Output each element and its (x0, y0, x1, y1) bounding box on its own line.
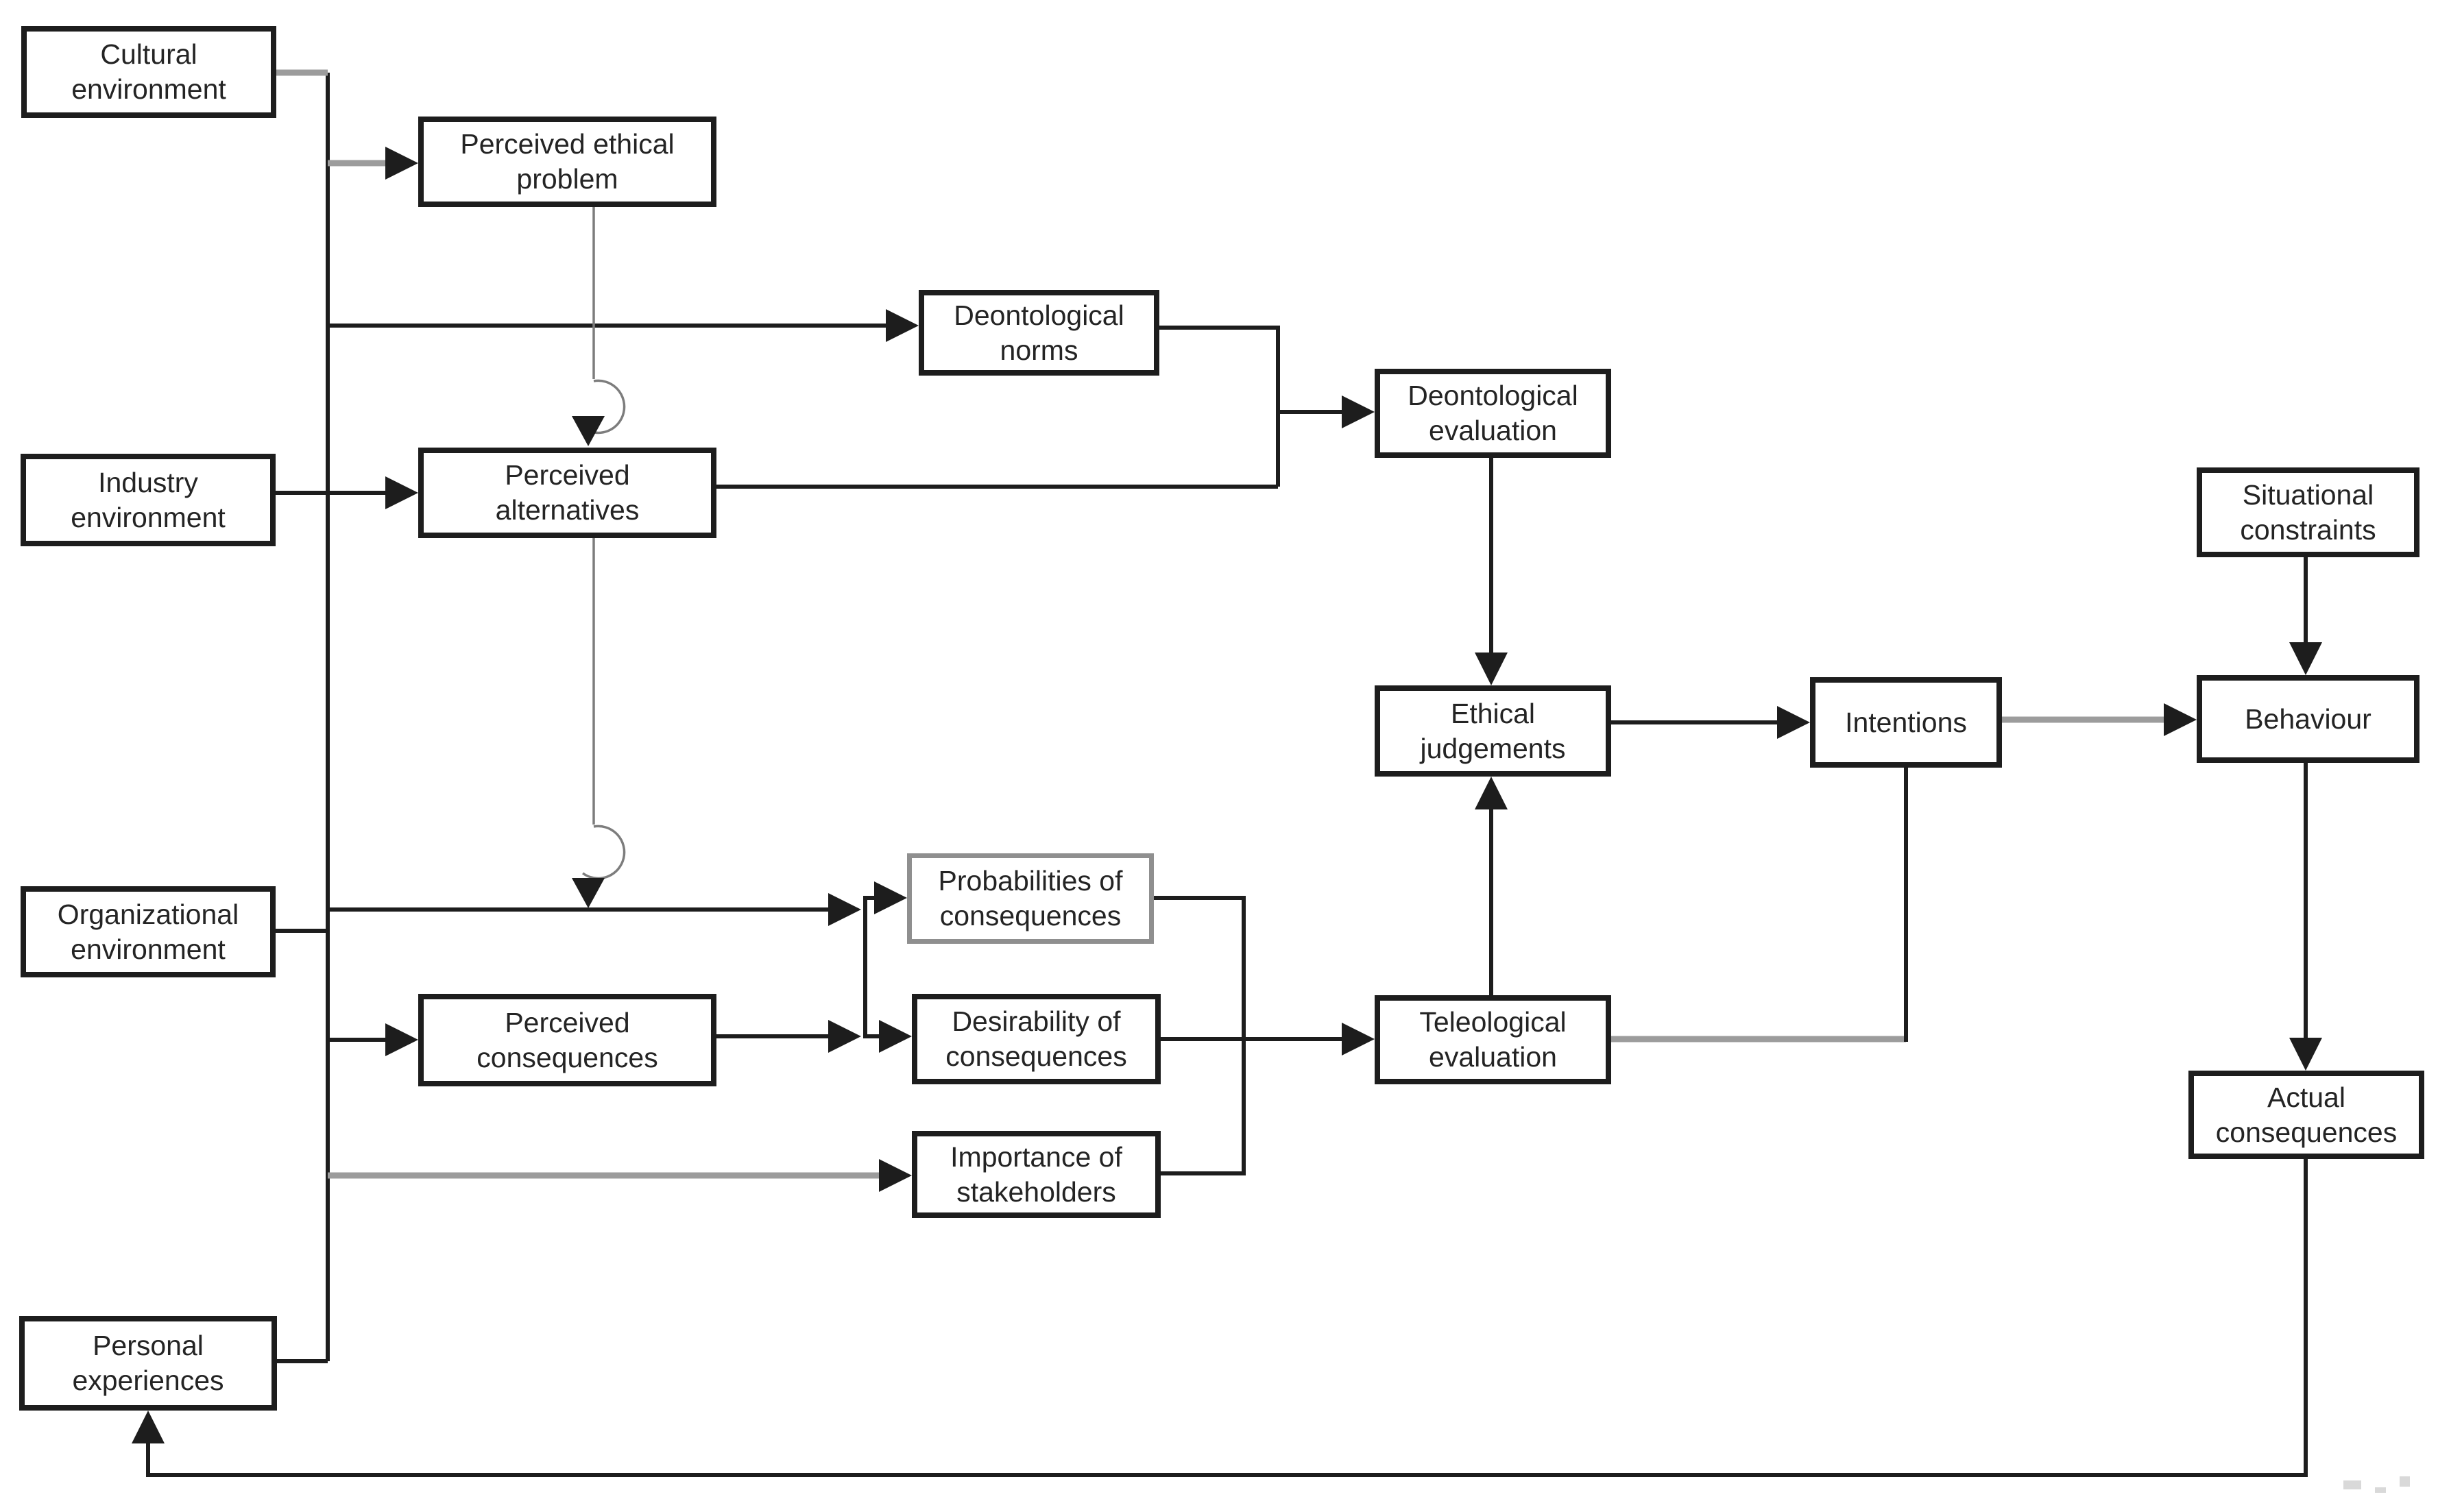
edge-importance-to-merge (1161, 1039, 1246, 1175)
arrowhead-into-personal-experiences (132, 1411, 165, 1443)
node-actual-consequences: Actual consequences (2188, 1071, 2424, 1159)
arrowhead-into-intentions (1777, 706, 1810, 739)
node-perceived-ethical-problem: Perceived ethical problem (418, 117, 716, 207)
arrowhead-into-junction-from-spine (828, 893, 861, 926)
arrowhead-into-junction-from-perceived-consequences (828, 1020, 861, 1053)
arrowhead-into-ethical-judgements-top (1475, 653, 1508, 685)
arrowhead-into-probabilities (874, 881, 907, 914)
arrowhead-into-deontological-evaluation (1342, 395, 1375, 428)
node-teleological-evaluation: Teleological evaluation (1375, 995, 1611, 1084)
arrowhead-into-teleological (1342, 1023, 1375, 1056)
node-cultural-environment: Cultural environment (21, 26, 276, 118)
crossing-loop-lower (581, 825, 626, 880)
scan-artifact-dot (2375, 1487, 2386, 1493)
arrowhead-into-consequence-line (572, 878, 605, 908)
node-perceived-alternatives: Perceived alternatives (418, 448, 716, 538)
scan-artifact-dot (2400, 1476, 2410, 1487)
node-importance-of-stakeholders: Importance of stakeholders (912, 1131, 1161, 1218)
edge-actual-to-personal-feedback (146, 1159, 2308, 1477)
arrowhead-into-desirability (879, 1020, 912, 1053)
node-situational-constraints: Situational constraints (2197, 467, 2419, 557)
scan-artifact-dot (2343, 1480, 2361, 1489)
arrowhead-into-actual-consequences (2289, 1038, 2322, 1071)
node-ethical-judgements: Ethical judgements (1375, 685, 1611, 777)
crossing-loop-upper (581, 379, 626, 435)
node-deontological-evaluation: Deontological evaluation (1375, 369, 1611, 458)
node-probabilities-of-consequences: Probabilities of consequences (907, 853, 1154, 944)
arrowhead-into-deontological-norms (886, 309, 919, 342)
edge-probabilities-to-merge (1154, 896, 1246, 1039)
arrowhead-into-perceived-ethical-problem (385, 147, 418, 180)
arrowhead-into-perceived-consequences (385, 1023, 418, 1056)
node-deontological-norms: Deontological norms (919, 290, 1159, 376)
arrowhead-into-behaviour-left (2164, 703, 2197, 736)
node-intentions: Intentions (1810, 677, 2002, 768)
node-desirability-of-consequences: Desirability of consequences (912, 994, 1161, 1084)
node-behaviour: Behaviour (2197, 675, 2419, 763)
arrowhead-into-ethical-judgements-bottom (1475, 777, 1508, 809)
arrowhead-into-behaviour-top (2289, 642, 2322, 675)
node-industry-environment: Industry environment (21, 454, 276, 546)
node-perceived-consequences: Perceived consequences (418, 994, 716, 1086)
arrowhead-into-importance (879, 1159, 912, 1192)
node-organizational-environment: Organizational environment (21, 886, 276, 977)
arrowhead-into-perceived-alternatives-top (572, 416, 605, 446)
arrowhead-into-perceived-alternatives-left (385, 476, 418, 509)
node-personal-experiences: Personal experiences (19, 1316, 277, 1411)
edge-deontological-norms-to-junction (1159, 326, 1280, 487)
